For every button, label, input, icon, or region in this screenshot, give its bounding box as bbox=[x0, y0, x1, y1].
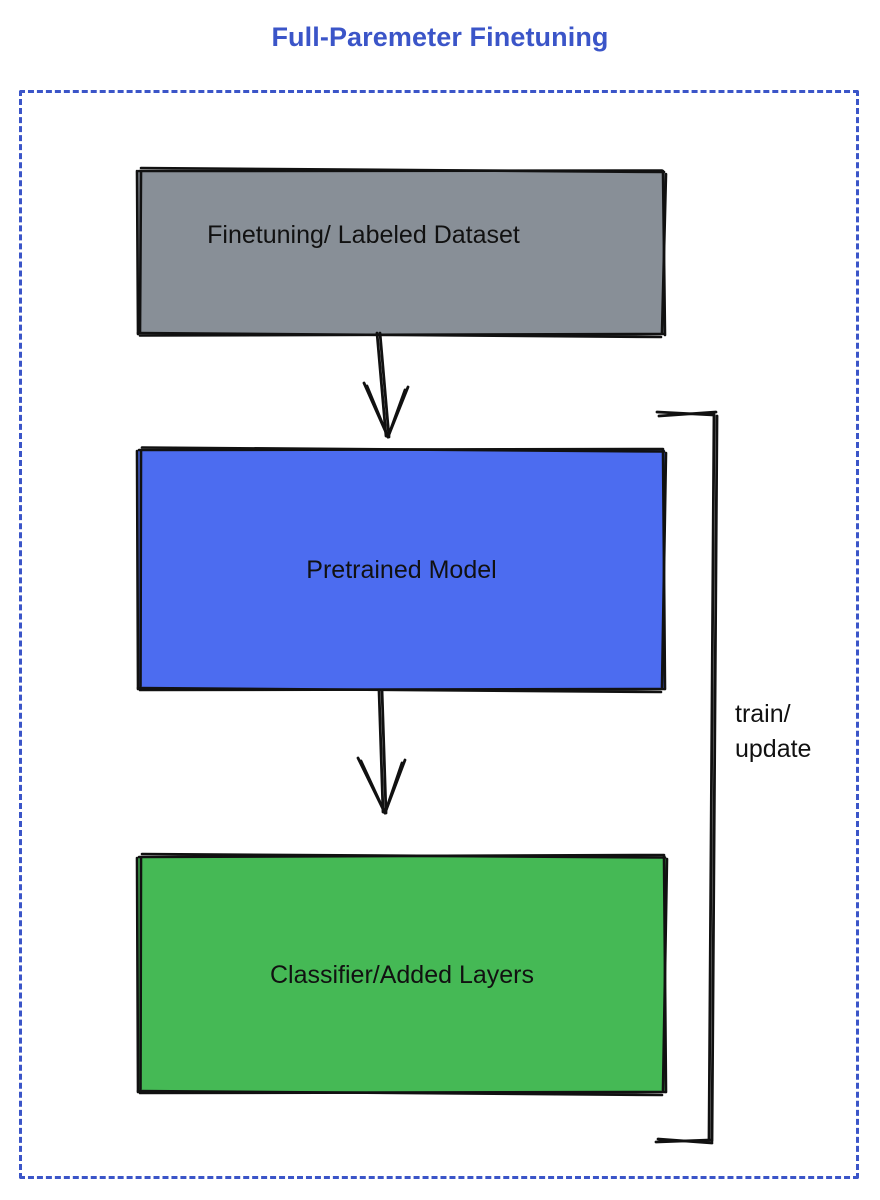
node-dataset[interactable]: Finetuning/ Labeled Dataset bbox=[135, 166, 668, 339]
node-pretrained-fill bbox=[138, 450, 665, 690]
node-classifier-label: Classifier/Added Layers bbox=[269, 961, 534, 989]
dashed-frame-border bbox=[19, 90, 859, 1179]
page-title: Full-Paremeter Finetuning bbox=[271, 22, 609, 52]
edge-label-train-update: train/ update bbox=[735, 700, 812, 763]
node-classifier[interactable]: Classifier/Added Layers bbox=[135, 852, 669, 1097]
node-pretrained-label: Pretrained Model bbox=[306, 556, 497, 584]
node-pretrained[interactable]: Pretrained Model bbox=[135, 446, 668, 694]
node-classifier-fill bbox=[138, 857, 666, 1093]
node-dataset-label: Finetuning/ Labeled Dataset bbox=[207, 220, 520, 249]
node-dataset-fill bbox=[138, 171, 665, 334]
